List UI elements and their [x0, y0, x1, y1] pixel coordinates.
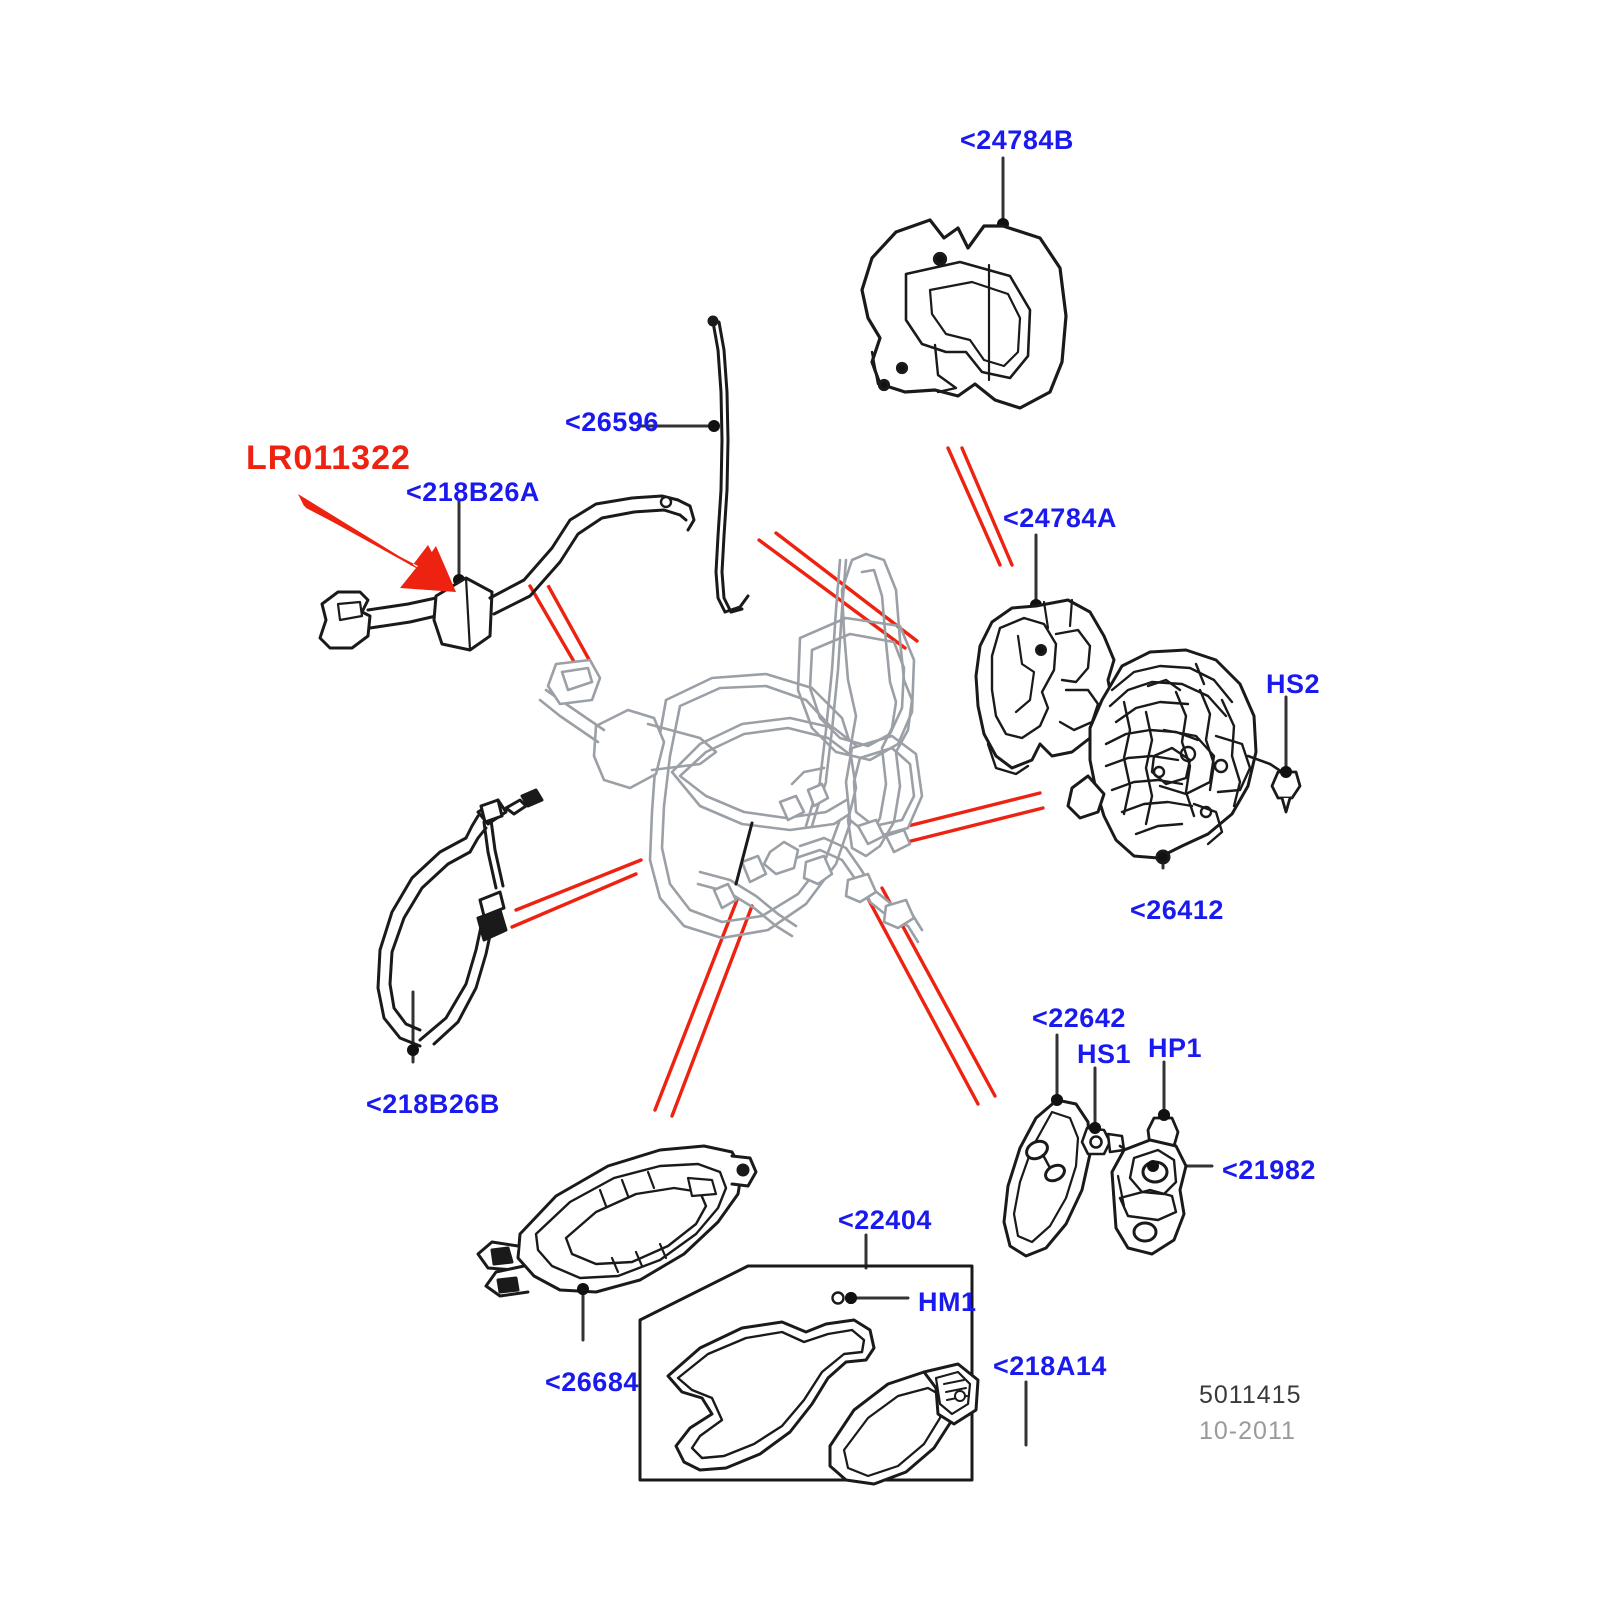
- callout-HM1: HM1: [918, 1287, 977, 1317]
- part-26684-handle-bezel: [476, 1144, 758, 1298]
- callout-218B26A: <218B26A: [406, 477, 540, 507]
- red-arrow-icon: [298, 494, 456, 592]
- part-218B26A-cable: [318, 494, 696, 652]
- part-24784B-cover: [860, 218, 1068, 410]
- callout-22404: <22404: [838, 1205, 932, 1235]
- callout-26684: <26684: [545, 1367, 639, 1397]
- part-218A14-handle-cap: [828, 1362, 980, 1486]
- callout-21982: <21982: [1222, 1155, 1316, 1185]
- handle-leader-stub: [734, 821, 754, 886]
- callout-24784B: <24784B: [960, 125, 1074, 155]
- part-26412-door-latch: [1066, 648, 1284, 865]
- part-22404-group-box: [638, 1264, 974, 1482]
- part-21982-striker: [1110, 1138, 1188, 1256]
- sheet-number: 5011415: [1199, 1381, 1302, 1409]
- callout-218A14: <218A14: [993, 1351, 1107, 1381]
- part-HS1-screw: [1080, 1122, 1142, 1160]
- part-218B26B-cable: [376, 788, 544, 1048]
- callout-218B26B: <218B26B: [366, 1089, 500, 1119]
- sheet-revision: 10-2011: [1199, 1417, 1296, 1445]
- part-22404-gasket: [666, 1291, 876, 1472]
- callout-26596: <26596: [565, 407, 659, 437]
- callout-26412: <26412: [1130, 895, 1224, 925]
- part-HS2-screw: [1270, 766, 1302, 814]
- callout-24784A: <24784A: [1003, 503, 1117, 533]
- callout-22642: <22642: [1032, 1003, 1126, 1033]
- part-26596-link-rod: [707, 315, 750, 614]
- callout-HP1: HP1: [1148, 1033, 1203, 1063]
- central-handle-assembly: [538, 552, 924, 944]
- highlight-part-number: LR011322: [246, 439, 411, 477]
- callout-HS1: HS1: [1077, 1039, 1132, 1069]
- callout-HS2: HS2: [1266, 669, 1321, 699]
- part-24784A-bracket: [974, 598, 1116, 776]
- part-22642-cover: [1002, 1094, 1092, 1258]
